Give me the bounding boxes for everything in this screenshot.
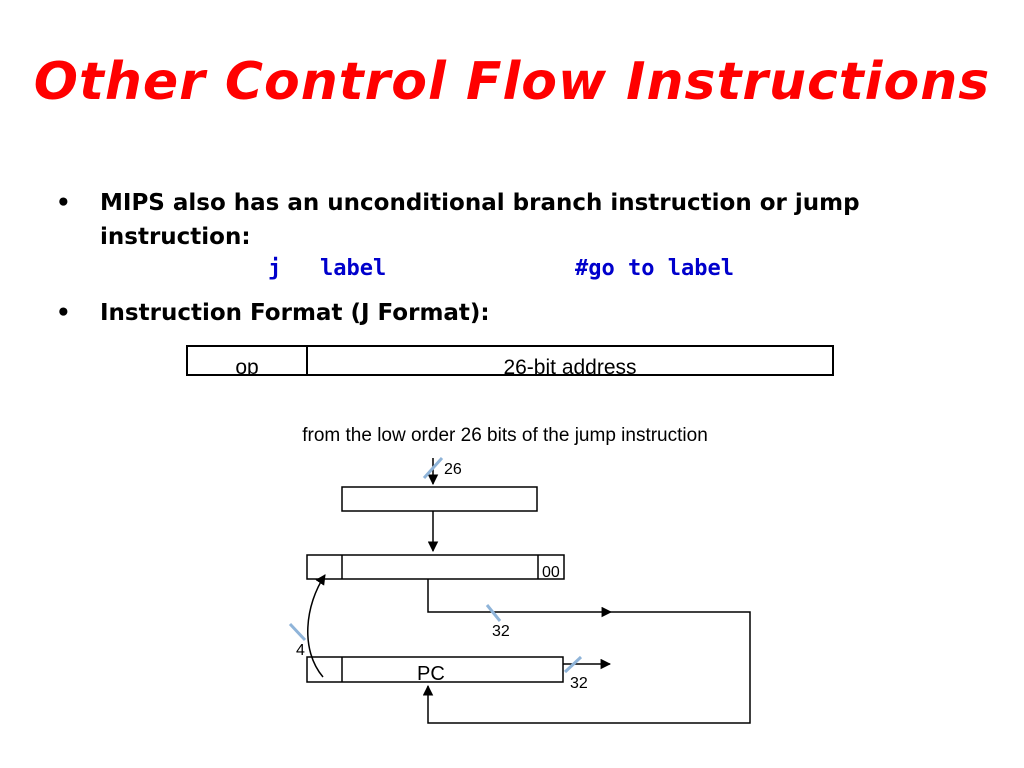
bus-tick-32-mid: [485, 604, 502, 622]
upper-4-bits-arrow: [307, 574, 326, 678]
jump-target-box: [306, 554, 565, 580]
target-to-pc-path: [427, 579, 613, 618]
bus-tick-32-out: [563, 655, 583, 674]
code-argument: label: [320, 256, 387, 281]
feedback-path: [422, 611, 751, 724]
label-26: 26: [444, 461, 462, 478]
pc-label: PC: [417, 663, 445, 685]
label-32-out: 32: [570, 675, 588, 692]
bullet-dot: •: [56, 300, 71, 326]
bullet-1-line2: instruction:: [100, 224, 251, 250]
format-field-op: op: [188, 347, 308, 376]
bullet-dot: •: [56, 190, 71, 216]
label-4: 4: [296, 642, 305, 659]
address-26-box: [341, 486, 538, 512]
diagram-caption: from the low order 26 bits of the jump i…: [302, 425, 708, 446]
pc-register-box: [306, 656, 564, 683]
bus-tick-4: [288, 622, 307, 642]
code-comment: #go to label: [575, 256, 734, 281]
label-32-mid: 32: [492, 623, 510, 640]
bus-tick-26: [422, 456, 444, 480]
format-field-address: 26-bit address: [503, 356, 637, 376]
label-00: 00: [542, 564, 560, 581]
bullet-1-line1: MIPS also has an unconditional branch in…: [100, 190, 860, 216]
j-format-table: op 26-bit address: [186, 345, 834, 376]
bullet-2-text: Instruction Format (J Format):: [100, 300, 490, 326]
slide-title: Other Control Flow Instructions: [33, 52, 991, 112]
code-opcode: j: [268, 256, 282, 281]
